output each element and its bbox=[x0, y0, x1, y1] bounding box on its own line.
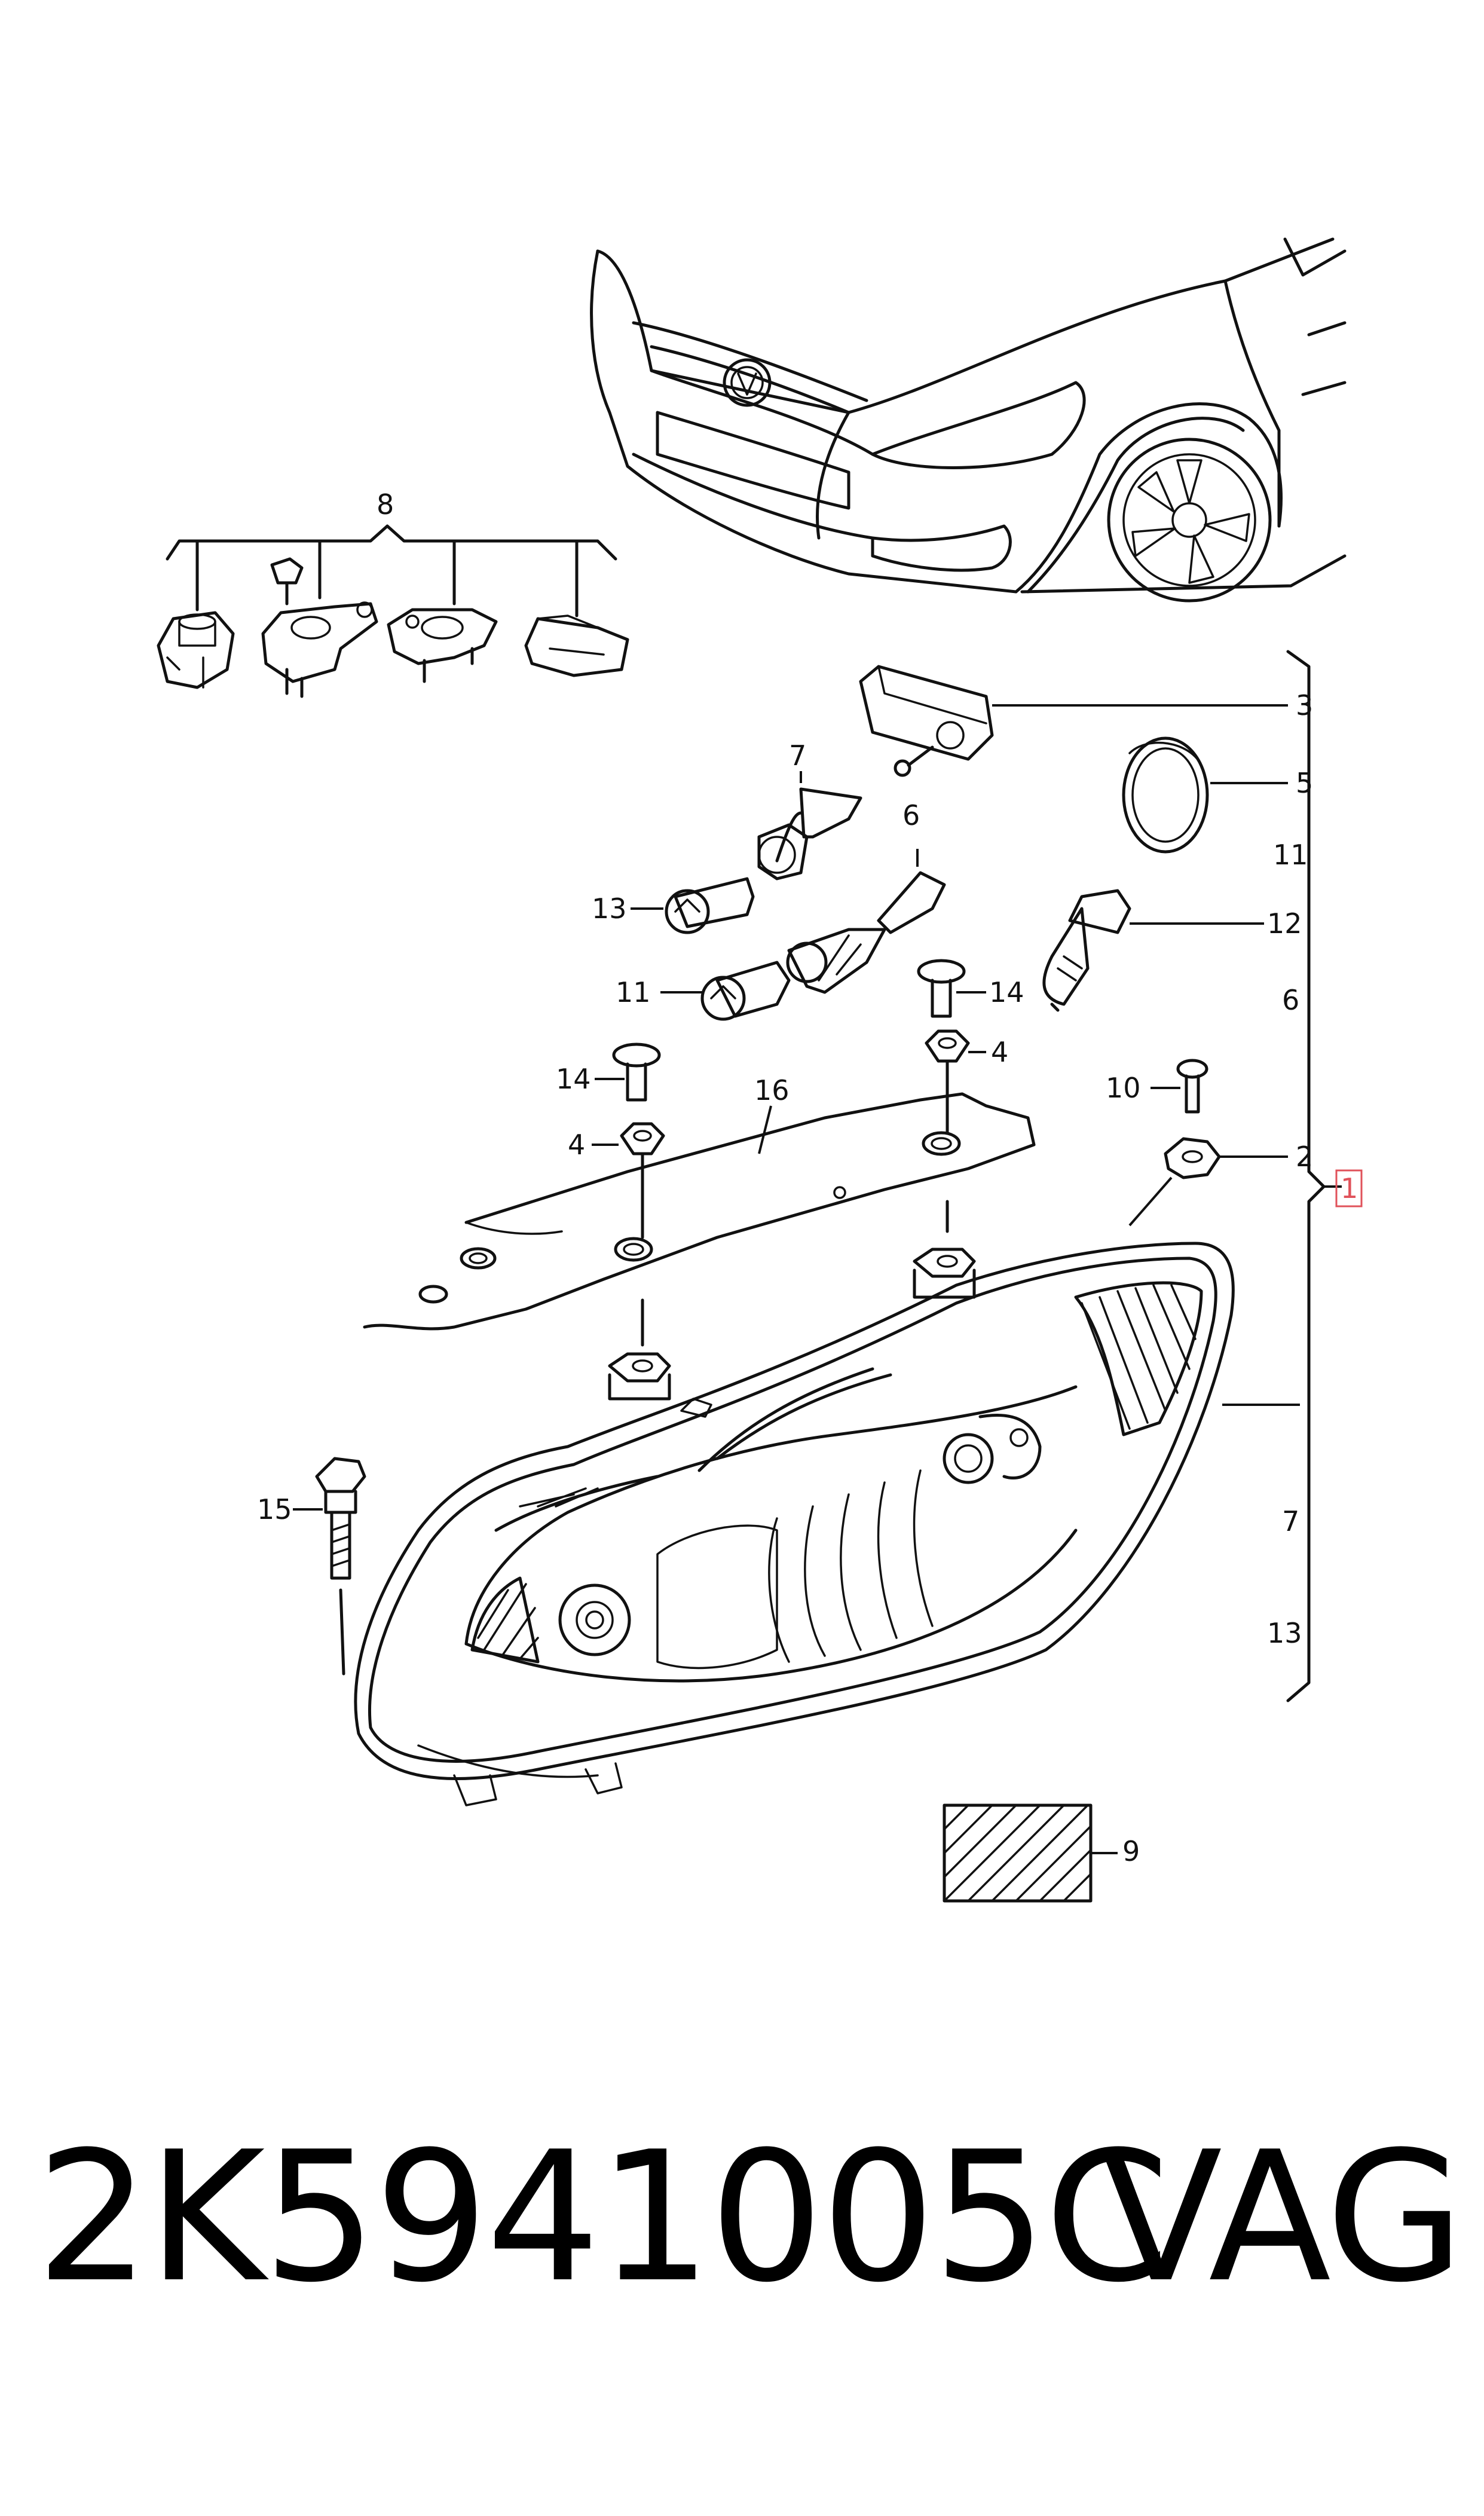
callout-14b: 14 bbox=[556, 1063, 591, 1095]
bulb-h7-12: 12 bbox=[1042, 889, 1302, 1012]
callout-15: 15 bbox=[257, 1493, 292, 1526]
nut-4-right: 4 bbox=[925, 1029, 1008, 1068]
clip-2: 2 bbox=[1128, 1137, 1313, 1227]
label-sticker-9: 9 bbox=[943, 1803, 1140, 1903]
callout-4b: 4 bbox=[568, 1129, 585, 1161]
callout-1-highlighted[interactable]: 1 bbox=[1341, 1172, 1358, 1204]
bracket-list-13: 13 bbox=[1267, 1617, 1302, 1649]
callout-6: 6 bbox=[902, 799, 920, 831]
bracket-list-11: 11 bbox=[1273, 839, 1308, 871]
callout-8: 8 bbox=[377, 488, 394, 521]
callout-7: 7 bbox=[789, 739, 806, 772]
callout-9: 9 bbox=[1122, 1835, 1140, 1867]
leveling-motor-3: 3 bbox=[859, 665, 1313, 777]
repair-brackets-group: 8 bbox=[157, 488, 629, 698]
bulb-13-top: 13 bbox=[592, 877, 755, 934]
bulb-11-left: 11 bbox=[616, 961, 791, 1021]
headlight-assembly bbox=[354, 1242, 1300, 1806]
cover-cap-5: 5 bbox=[1122, 736, 1313, 854]
callout-5: 5 bbox=[1296, 767, 1313, 799]
bracket-list-6: 6 bbox=[1282, 984, 1299, 1016]
bracket-list-7: 7 bbox=[1282, 1505, 1299, 1537]
callout-3: 3 bbox=[1296, 689, 1313, 722]
mounting-panel-16: 16 bbox=[363, 1059, 1036, 1347]
callout-10: 10 bbox=[1106, 1072, 1141, 1104]
screw-10: 10 bbox=[1106, 1059, 1208, 1114]
bolt-15: 15 bbox=[257, 1457, 366, 1676]
bulb-socket-6: 6 bbox=[786, 799, 946, 994]
screw-14-left: 14 bbox=[556, 1043, 661, 1102]
callout-2: 2 bbox=[1296, 1141, 1313, 1173]
nut-4-left: 4 bbox=[568, 1122, 665, 1161]
screw-14-right: 14 bbox=[917, 959, 1024, 1018]
car-front-illustration bbox=[590, 237, 1347, 603]
bulb-socket-7: 7 bbox=[757, 739, 862, 881]
part-number-text: 2K5941005C bbox=[36, 2113, 1170, 2322]
callout-4: 4 bbox=[991, 1036, 1008, 1068]
callout-12: 12 bbox=[1267, 907, 1302, 940]
brand-text: VAG bbox=[1100, 2113, 1464, 2322]
assembly-bracket: 1 bbox=[1286, 650, 1363, 1702]
callout-16: 16 bbox=[754, 1074, 790, 1106]
callout-14: 14 bbox=[989, 976, 1024, 1008]
callout-13: 13 bbox=[592, 892, 627, 925]
callout-11: 11 bbox=[616, 976, 651, 1008]
